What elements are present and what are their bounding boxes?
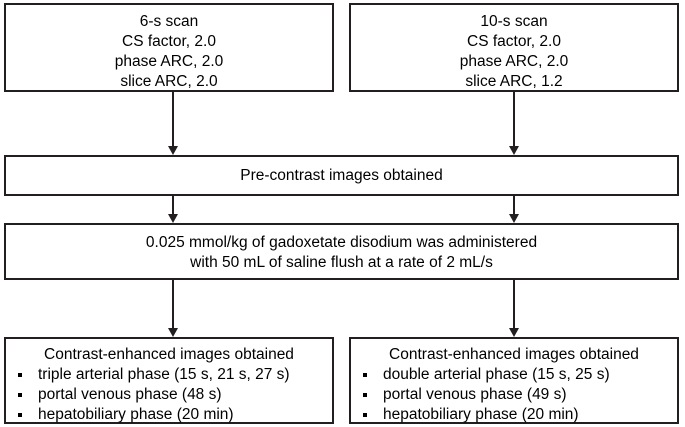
node-acquisition-double-bullet-list: double arterial phase (15 s, 25 s) porta… [351, 365, 677, 425]
node-contrast-agent-line-1: 0.025 mmol/kg of gadoxetate disodium was… [145, 234, 538, 251]
list-item-label: hepatobiliary phase (20 min) [38, 406, 234, 423]
node-precontrast-text: Pre-contrast images obtained [6, 166, 677, 186]
list-item-label: portal venous phase (49 s) [383, 386, 567, 403]
list-item-label: double arterial phase (15 s, 25 s) [383, 366, 610, 383]
node-scan-6s-line-2: CS factor, 2.0 [122, 33, 216, 50]
arrow-head-icon [168, 328, 178, 337]
arrow-shaft [172, 92, 174, 146]
arrow-contrast-agent-to-acquisition-triple [168, 280, 178, 337]
list-item: portal venous phase (49 s) [351, 385, 677, 405]
arrow-contrast-agent-to-acquisition-double [509, 280, 519, 337]
node-contrast-agent-administration: 0.025 mmol/kg of gadoxetate disodium was… [4, 223, 679, 280]
node-scan-10s: 10-s scan CS factor, 2.0 phase ARC, 2.0 … [349, 3, 679, 92]
node-scan-6s-text: 6-s scan CS factor, 2.0 phase ARC, 2.0 s… [6, 12, 332, 92]
node-precontrast-images: Pre-contrast images obtained [4, 155, 679, 196]
node-scan-6s: 6-s scan CS factor, 2.0 phase ARC, 2.0 s… [4, 3, 334, 92]
list-item-label: hepatobiliary phase (20 min) [383, 406, 579, 423]
bullet-icon [363, 373, 367, 377]
bullet-icon [18, 393, 22, 397]
node-acquisition-double-arterial: Contrast-enhanced images obtained double… [349, 337, 679, 424]
bullet-icon [363, 393, 367, 397]
arrow-head-icon [509, 214, 519, 223]
arrow-precontrast-to-contrast-agent-right [509, 196, 519, 223]
arrow-shaft [513, 280, 515, 328]
arrow-head-icon [168, 146, 178, 155]
node-scan-10s-line-2: CS factor, 2.0 [467, 33, 561, 50]
list-item: portal venous phase (48 s) [6, 385, 332, 405]
bullet-icon [363, 413, 367, 417]
arrow-scan-6s-to-precontrast [168, 92, 178, 155]
node-acquisition-double-heading: Contrast-enhanced images obtained [389, 346, 639, 363]
arrow-head-icon [509, 328, 519, 337]
arrow-shaft [172, 280, 174, 328]
node-contrast-agent-text: 0.025 mmol/kg of gadoxetate disodium was… [6, 233, 677, 273]
node-acquisition-triple-arterial: Contrast-enhanced images obtained triple… [4, 337, 334, 424]
list-item-label: triple arterial phase (15 s, 21 s, 27 s) [38, 366, 290, 383]
arrow-shaft [172, 196, 174, 214]
node-contrast-agent-line-2: with 50 mL of saline flush at a rate of … [190, 254, 493, 271]
list-item: hepatobiliary phase (20 min) [6, 405, 332, 425]
node-scan-10s-text: 10-s scan CS factor, 2.0 phase ARC, 2.0 … [351, 12, 677, 92]
list-item-label: portal venous phase (48 s) [38, 386, 222, 403]
arrow-head-icon [509, 146, 519, 155]
arrow-shaft [513, 196, 515, 214]
arrow-scan-10s-to-precontrast [509, 92, 519, 155]
arrow-precontrast-to-contrast-agent-left [168, 196, 178, 223]
node-scan-6s-line-4: slice ARC, 2.0 [120, 73, 218, 90]
node-scan-10s-line-1: 10-s scan [480, 13, 548, 30]
node-scan-10s-line-4: slice ARC, 1.2 [465, 73, 563, 90]
node-scan-10s-line-3: phase ARC, 2.0 [459, 53, 569, 70]
arrow-shaft [513, 92, 515, 146]
list-item: triple arterial phase (15 s, 21 s, 27 s) [6, 365, 332, 385]
arrow-head-icon [168, 214, 178, 223]
bullet-icon [18, 373, 22, 377]
node-precontrast-line-1: Pre-contrast images obtained [240, 167, 443, 184]
bullet-icon [18, 413, 22, 417]
node-scan-6s-line-3: phase ARC, 2.0 [114, 53, 224, 70]
node-acquisition-triple-bullet-list: triple arterial phase (15 s, 21 s, 27 s)… [6, 365, 332, 425]
list-item: hepatobiliary phase (20 min) [351, 405, 677, 425]
node-scan-6s-line-1: 6-s scan [139, 13, 199, 30]
list-item: double arterial phase (15 s, 25 s) [351, 365, 677, 385]
node-acquisition-triple-heading: Contrast-enhanced images obtained [44, 346, 294, 363]
